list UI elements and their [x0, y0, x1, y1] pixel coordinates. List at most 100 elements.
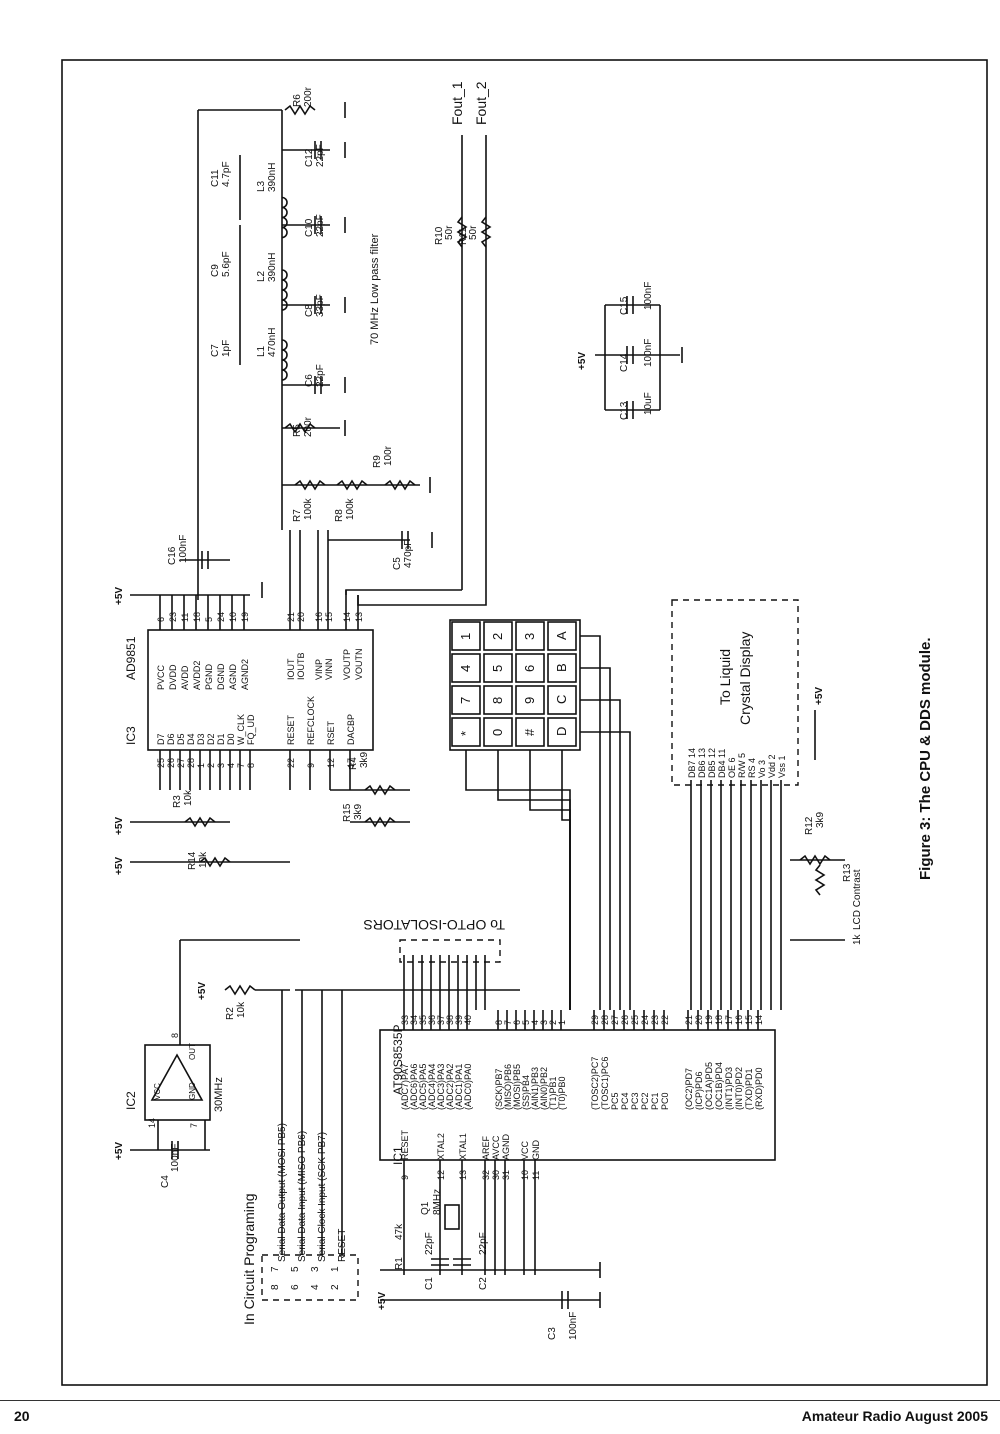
filter-part-value: 5.6pF	[221, 251, 232, 277]
keypad-key	[547, 717, 577, 747]
ic1-pb-number: 8	[494, 1020, 504, 1025]
isp-header-box	[261, 1254, 359, 1301]
ic3-pin-number: 28	[186, 758, 196, 768]
misc-part-value: 10k	[198, 851, 209, 868]
misc-part-value: 10k	[183, 789, 194, 806]
ic3-pin-label: RESET	[286, 714, 296, 745]
ic1-pb-label: (T0)PB0	[557, 1076, 567, 1110]
keypad-col-wire	[580, 667, 611, 1010]
misc-part-ref: C16	[167, 546, 178, 565]
vout-wire	[345, 589, 462, 595]
ic3-pin-label: PGND	[204, 663, 214, 690]
ic1-part: AT90S8535P	[391, 1025, 405, 1096]
magazine-credit: Amateur Radio August 2005	[801, 1408, 988, 1424]
ic1-bottom-label: AREF	[481, 1135, 491, 1160]
misc-part-value: 3k9	[353, 803, 364, 820]
keypad-key-label: 9	[522, 697, 537, 704]
crystal-part-label: C1	[424, 1277, 435, 1290]
ic1-pa-number: 40	[463, 1015, 473, 1025]
ic1-pc-number: 27	[610, 1015, 620, 1025]
filter-part-ref: C12	[304, 148, 315, 167]
ic3-pin-number: 26	[166, 758, 176, 768]
supply-label: +5V	[114, 587, 125, 605]
lcd-connector-box	[671, 599, 799, 786]
ic2-pin-number: 8	[170, 1033, 180, 1038]
ic1-bottom-number: 13	[458, 1170, 468, 1180]
supply-label: +5V	[114, 817, 125, 835]
filter-part-ref: C10	[304, 218, 315, 237]
keypad-key-label: 0	[490, 729, 505, 736]
keypad-row-wire	[529, 750, 571, 1010]
ic1-pd-number: 14	[754, 1015, 764, 1025]
ic1-pa-number: 36	[427, 1015, 437, 1025]
resistor-r9	[384, 479, 416, 491]
ic1-pd-number: 20	[694, 1015, 704, 1025]
ic1-pd-label: (RXD)PD0	[754, 1067, 764, 1110]
isp-pin-number: 7	[270, 1266, 281, 1272]
ic2-buffer-symbol	[150, 1053, 204, 1101]
ic3-pin-number: 15	[324, 612, 334, 622]
ic1-pc-label: PC5	[610, 1092, 620, 1110]
crystal-part-label: R1	[394, 1257, 405, 1270]
keypad-key	[515, 653, 545, 683]
filter-part-ref: C11	[210, 169, 221, 187]
keypad-key	[451, 653, 481, 683]
keypad-key-label: 2	[490, 633, 505, 640]
misc-part-ref: R3	[172, 795, 183, 808]
ic3-pin-number: 17	[346, 758, 356, 768]
ic1-body	[379, 1029, 776, 1161]
isp-pin-number: 6	[290, 1284, 301, 1290]
supply-label: +5V	[377, 1292, 388, 1310]
resistor-r4	[364, 784, 396, 796]
resistor-r8	[336, 479, 368, 491]
ic3-pin-number: 23	[168, 612, 178, 622]
misc-part-ref: R14	[187, 851, 198, 870]
schematic-frame	[61, 59, 988, 1386]
crystal-part-label: 100nF	[568, 1312, 579, 1340]
filter-part-value: 33pF	[315, 294, 326, 317]
isp-pin-number: 4	[310, 1284, 321, 1290]
ic1-pa-label: (ADC0)PA0	[463, 1064, 473, 1110]
footer-rule	[0, 1400, 1000, 1401]
filter-part-ref: C6	[304, 374, 315, 387]
ic3-pin-label: AVDD	[180, 665, 190, 690]
ic1-bottom-label: AGND	[501, 1133, 511, 1160]
ic3-pin-label: D4	[186, 733, 196, 745]
decoupling-ref: C14	[619, 353, 630, 372]
crystal-q1	[444, 1204, 460, 1230]
ic3-pin-label: DACBP	[346, 714, 356, 745]
r13-note: LCD Contrast	[852, 869, 863, 930]
page-number: 20	[14, 1408, 30, 1424]
lcd-pin-label: Vdd 2	[767, 754, 777, 778]
ic1-pc-number: 25	[630, 1015, 640, 1025]
keypad-col-wire	[580, 635, 601, 1010]
ic1-pc-number: 23	[650, 1015, 660, 1025]
lcd-title-line2: Crystal Display	[737, 632, 753, 725]
filter-part-ref: C8	[304, 304, 315, 317]
ic1-pc-number: 29	[590, 1015, 600, 1025]
ic2-pin-label: OUT	[188, 1043, 197, 1060]
ic1-pb-label: (AIN0)PB2	[539, 1067, 549, 1110]
ic3-pin-label: D0	[226, 733, 236, 745]
inductor-coil	[281, 299, 288, 311]
ic1-pd-label: (OC1B)PD4	[714, 1062, 724, 1110]
filter-part-ref: C7	[210, 344, 221, 357]
keypad-key-label: #	[522, 728, 537, 736]
ic3-power-pins: PVCC6DVDD23AVDD11AVDD218PGND5DGND24AGND1…	[114, 587, 250, 690]
ic1-pd-number: 21	[684, 1015, 694, 1025]
ic3-pin-number: 21	[286, 612, 296, 622]
output-resistor-ref: R10	[434, 226, 445, 245]
ic3-pin-number: 10	[228, 612, 238, 622]
keypad-key	[515, 621, 545, 651]
ic1-bottom-number: 30	[491, 1170, 501, 1180]
ic1-pd-number: 17	[724, 1015, 734, 1025]
keypad-key-label: 1	[458, 633, 473, 640]
output-resistor-value: 50r	[468, 225, 479, 240]
ic2-val: 30MHz	[213, 1077, 225, 1112]
ic3-pin-label: AGND	[228, 663, 238, 690]
ic1-pa-number: 33	[400, 1015, 410, 1025]
ic1-pb-number: 6	[512, 1020, 522, 1025]
